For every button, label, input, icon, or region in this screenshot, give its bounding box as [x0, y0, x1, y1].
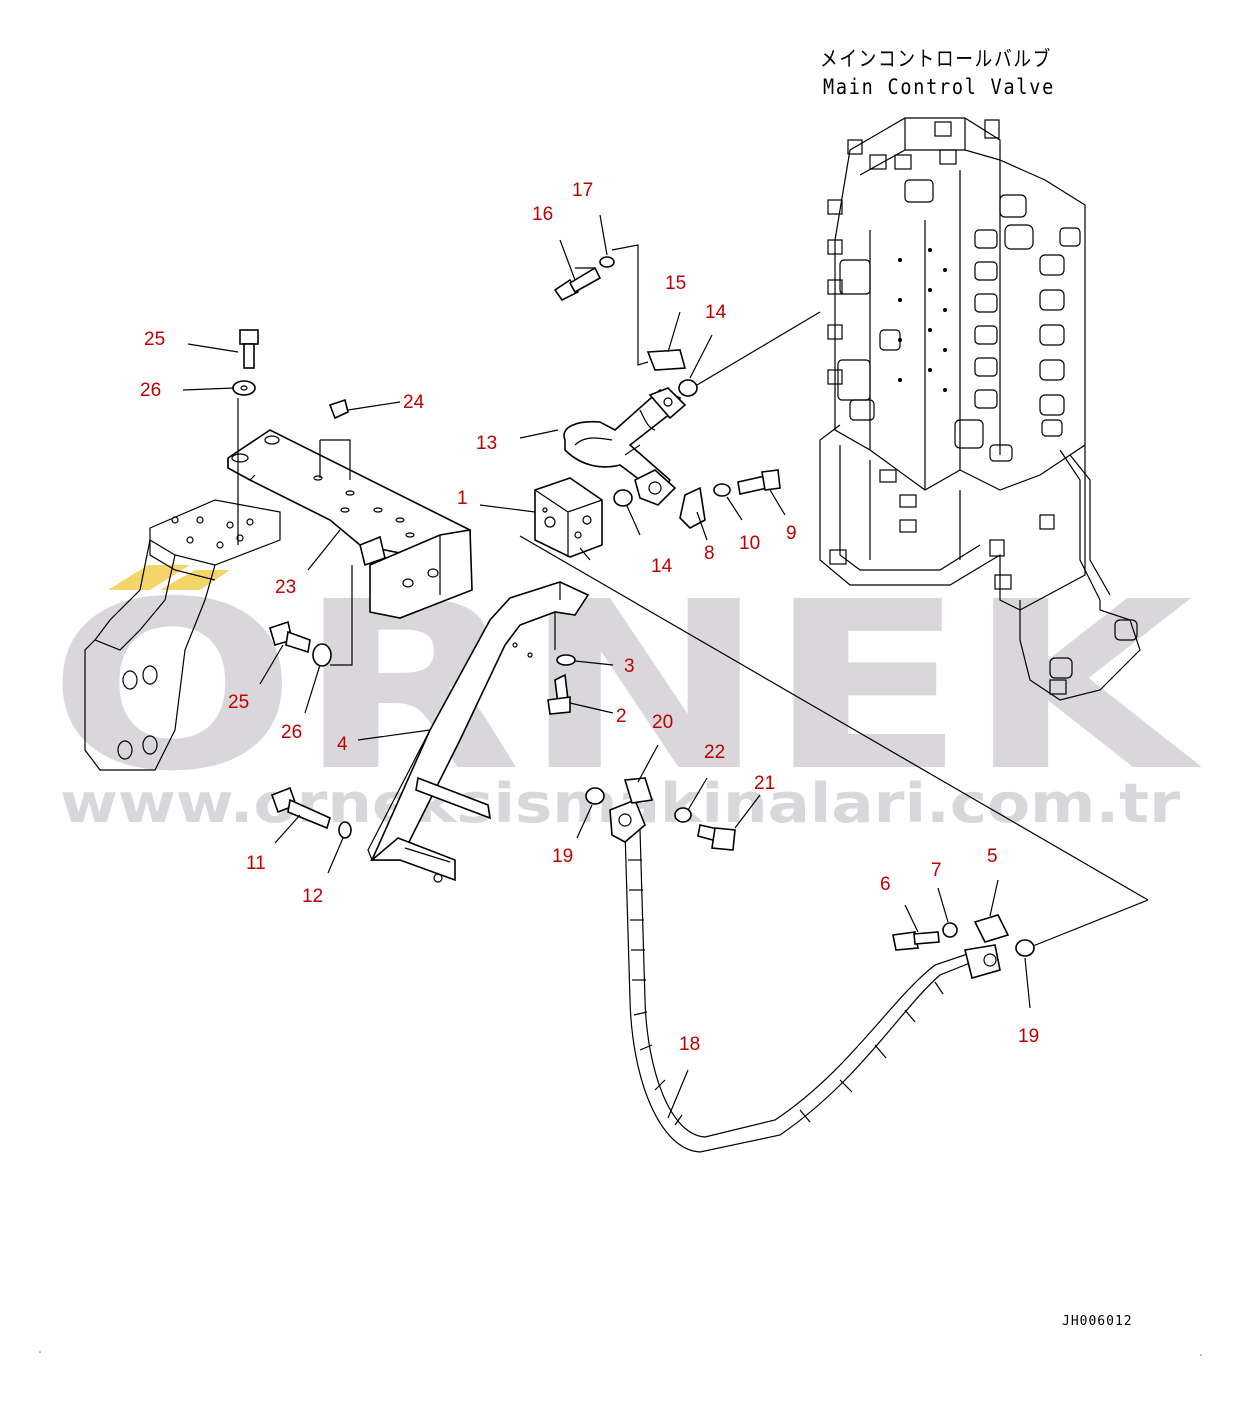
corner-mark [1200, 1354, 1202, 1356]
callout-15: 15 [665, 273, 686, 294]
callout-13: 13 [476, 433, 497, 454]
part-4-long-bracket [367, 581, 590, 883]
callout-22: 22 [704, 742, 725, 763]
callout-9: 9 [786, 523, 797, 544]
main-control-valve [819, 117, 1141, 701]
callout-8: 8 [704, 543, 715, 564]
callouts: 1 2 3 4 5 6 7 8 9 10 11 12 13 14 14 15 1… [140, 180, 1039, 1055]
hardware [232, 256, 1035, 957]
callout-25-lower: 25 [228, 692, 249, 713]
title-english: Main Control Valve [823, 75, 1055, 99]
callout-4: 4 [337, 734, 348, 755]
callout-26-upper: 26 [140, 380, 161, 401]
chassis-frame [84, 499, 281, 771]
callout-24: 24 [403, 392, 425, 413]
title-japanese: メインコントロールバルブ [820, 47, 1052, 71]
callout-5: 5 [987, 846, 998, 867]
callout-11: 11 [246, 853, 266, 874]
part-13-pipe [563, 387, 687, 506]
watermark-accent-stripe [108, 565, 190, 590]
callout-19-left: 19 [552, 846, 573, 867]
corner-mark [39, 1351, 41, 1353]
callout-7: 7 [931, 860, 942, 881]
callout-2: 2 [616, 706, 627, 727]
callout-26-lower: 26 [281, 722, 302, 743]
callout-17: 17 [572, 180, 593, 201]
callout-14-upper: 14 [705, 302, 727, 323]
part-23-mount-plate [227, 429, 473, 619]
callout-3: 3 [624, 656, 635, 677]
callout-21: 21 [754, 773, 775, 794]
callout-10: 10 [739, 533, 760, 554]
watermark: ORNEK www.orneksismakinalari.com.tr [48, 552, 1202, 835]
callout-6: 6 [880, 874, 891, 895]
part-1-block [534, 477, 603, 558]
callout-19-right: 19 [1018, 1026, 1039, 1047]
drawing-code: JH006012 [1062, 1314, 1133, 1329]
part-18-hose [609, 798, 1001, 1153]
callout-25-upper: 25 [144, 329, 165, 350]
callout-18: 18 [679, 1034, 700, 1055]
callout-1: 1 [457, 488, 468, 509]
callout-23: 23 [275, 577, 296, 598]
callout-12: 12 [302, 886, 323, 907]
leader-lines [182, 214, 1149, 1119]
callout-14-lower: 14 [651, 556, 673, 577]
callout-16: 16 [532, 204, 553, 225]
callout-20: 20 [652, 712, 673, 733]
